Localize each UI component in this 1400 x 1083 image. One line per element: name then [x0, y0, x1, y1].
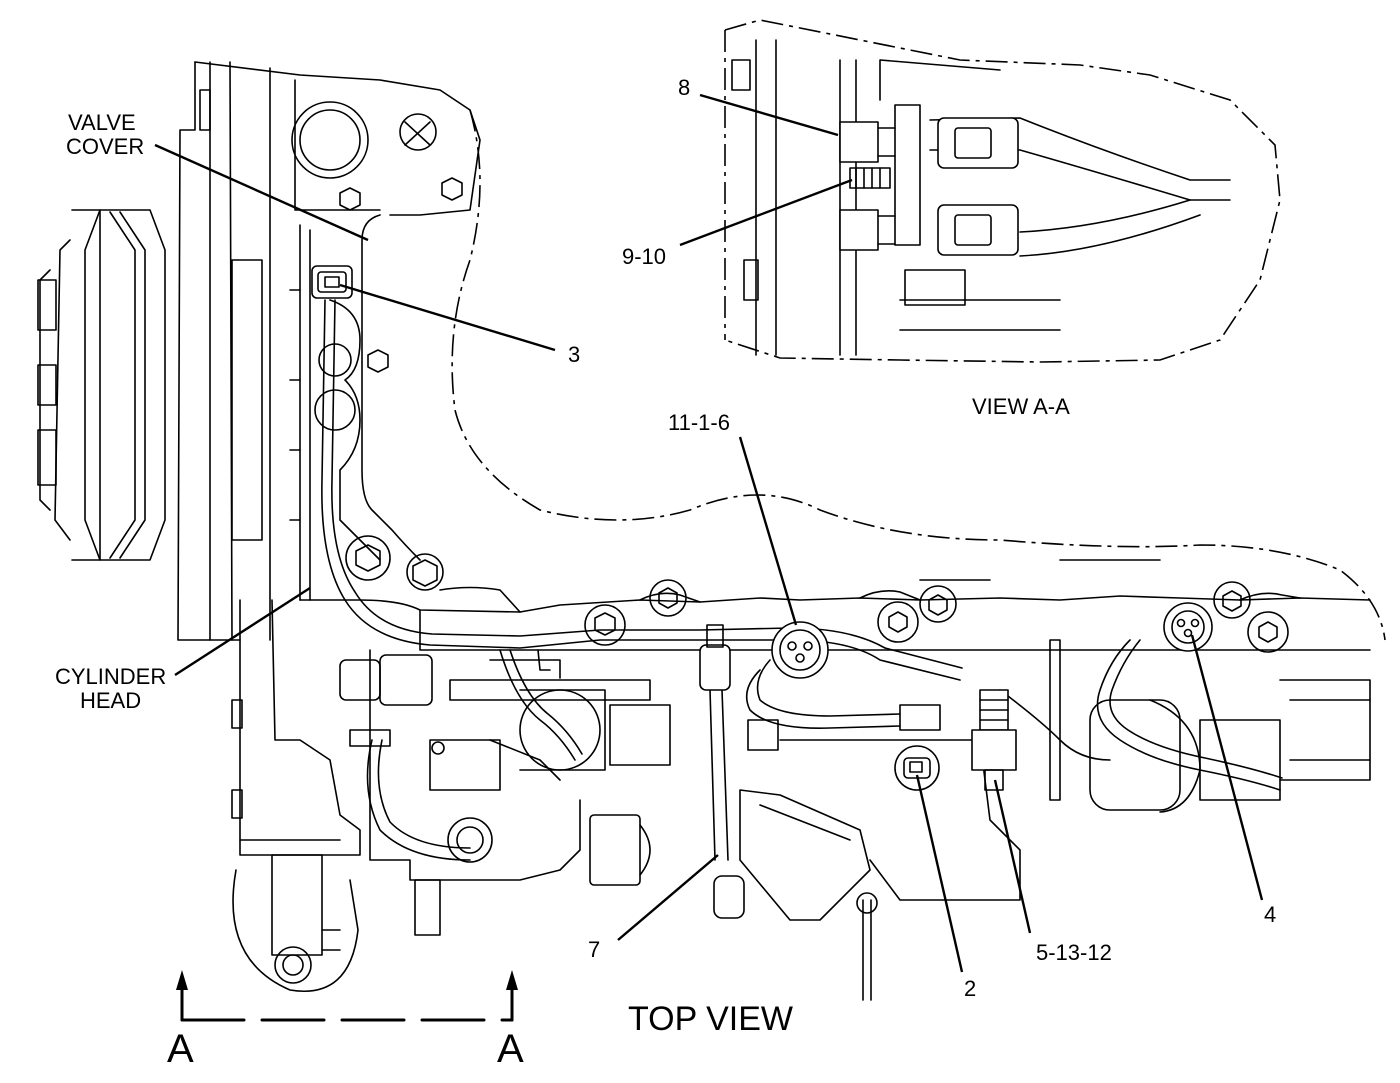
callout-11-1-6: 11-1-6	[668, 410, 730, 435]
labels: VALVE COVER CYLINDER HEAD 3 8 9-10 11-1-…	[55, 75, 1276, 1071]
top-view-label: TOP VIEW	[628, 1000, 793, 1038]
sensor-3-connector	[311, 265, 353, 299]
view-aa-inset	[724, 19, 1281, 363]
sensor-4	[1163, 602, 1213, 652]
sensor-11-1-6	[771, 621, 829, 679]
idler-bracket	[231, 599, 361, 992]
cylinder-head-label-line1: CYLINDER	[55, 664, 166, 689]
valve-cover-phantom-outline	[451, 109, 1386, 641]
sensor-5-13-12	[971, 689, 1017, 791]
callout-7: 7	[588, 937, 600, 962]
sensor-2	[894, 745, 940, 791]
view-aa-label: VIEW A-A	[972, 394, 1070, 419]
callout-3: 3	[568, 342, 580, 367]
callout-9-10: 9-10	[622, 244, 666, 269]
section-letter-right: A	[497, 1027, 524, 1071]
front-cover-cap	[291, 101, 463, 211]
cylinder-head-rail	[299, 559, 1371, 653]
callout-2: 2	[964, 976, 976, 1001]
valve-cover-outline	[289, 214, 444, 601]
leader-lines	[154, 93, 1264, 973]
callout-8: 8	[678, 75, 690, 100]
callout-4: 4	[1264, 902, 1276, 927]
valve-cover-label-line2: COVER	[66, 134, 144, 159]
valve-cover-label-line1: VALVE	[68, 110, 136, 135]
crankshaft-pulley	[37, 209, 166, 561]
cylinder-head-label-line2: HEAD	[80, 688, 141, 713]
section-letter-left: A	[167, 1027, 194, 1071]
fuel-system-components	[339, 649, 671, 936]
callout-5-13-12: 5-13-12	[1036, 940, 1112, 965]
wiring-harness	[321, 299, 1283, 861]
front-housing	[177, 61, 481, 641]
item-7-hose-fitting	[699, 624, 745, 919]
section-line-aa	[176, 970, 518, 1022]
